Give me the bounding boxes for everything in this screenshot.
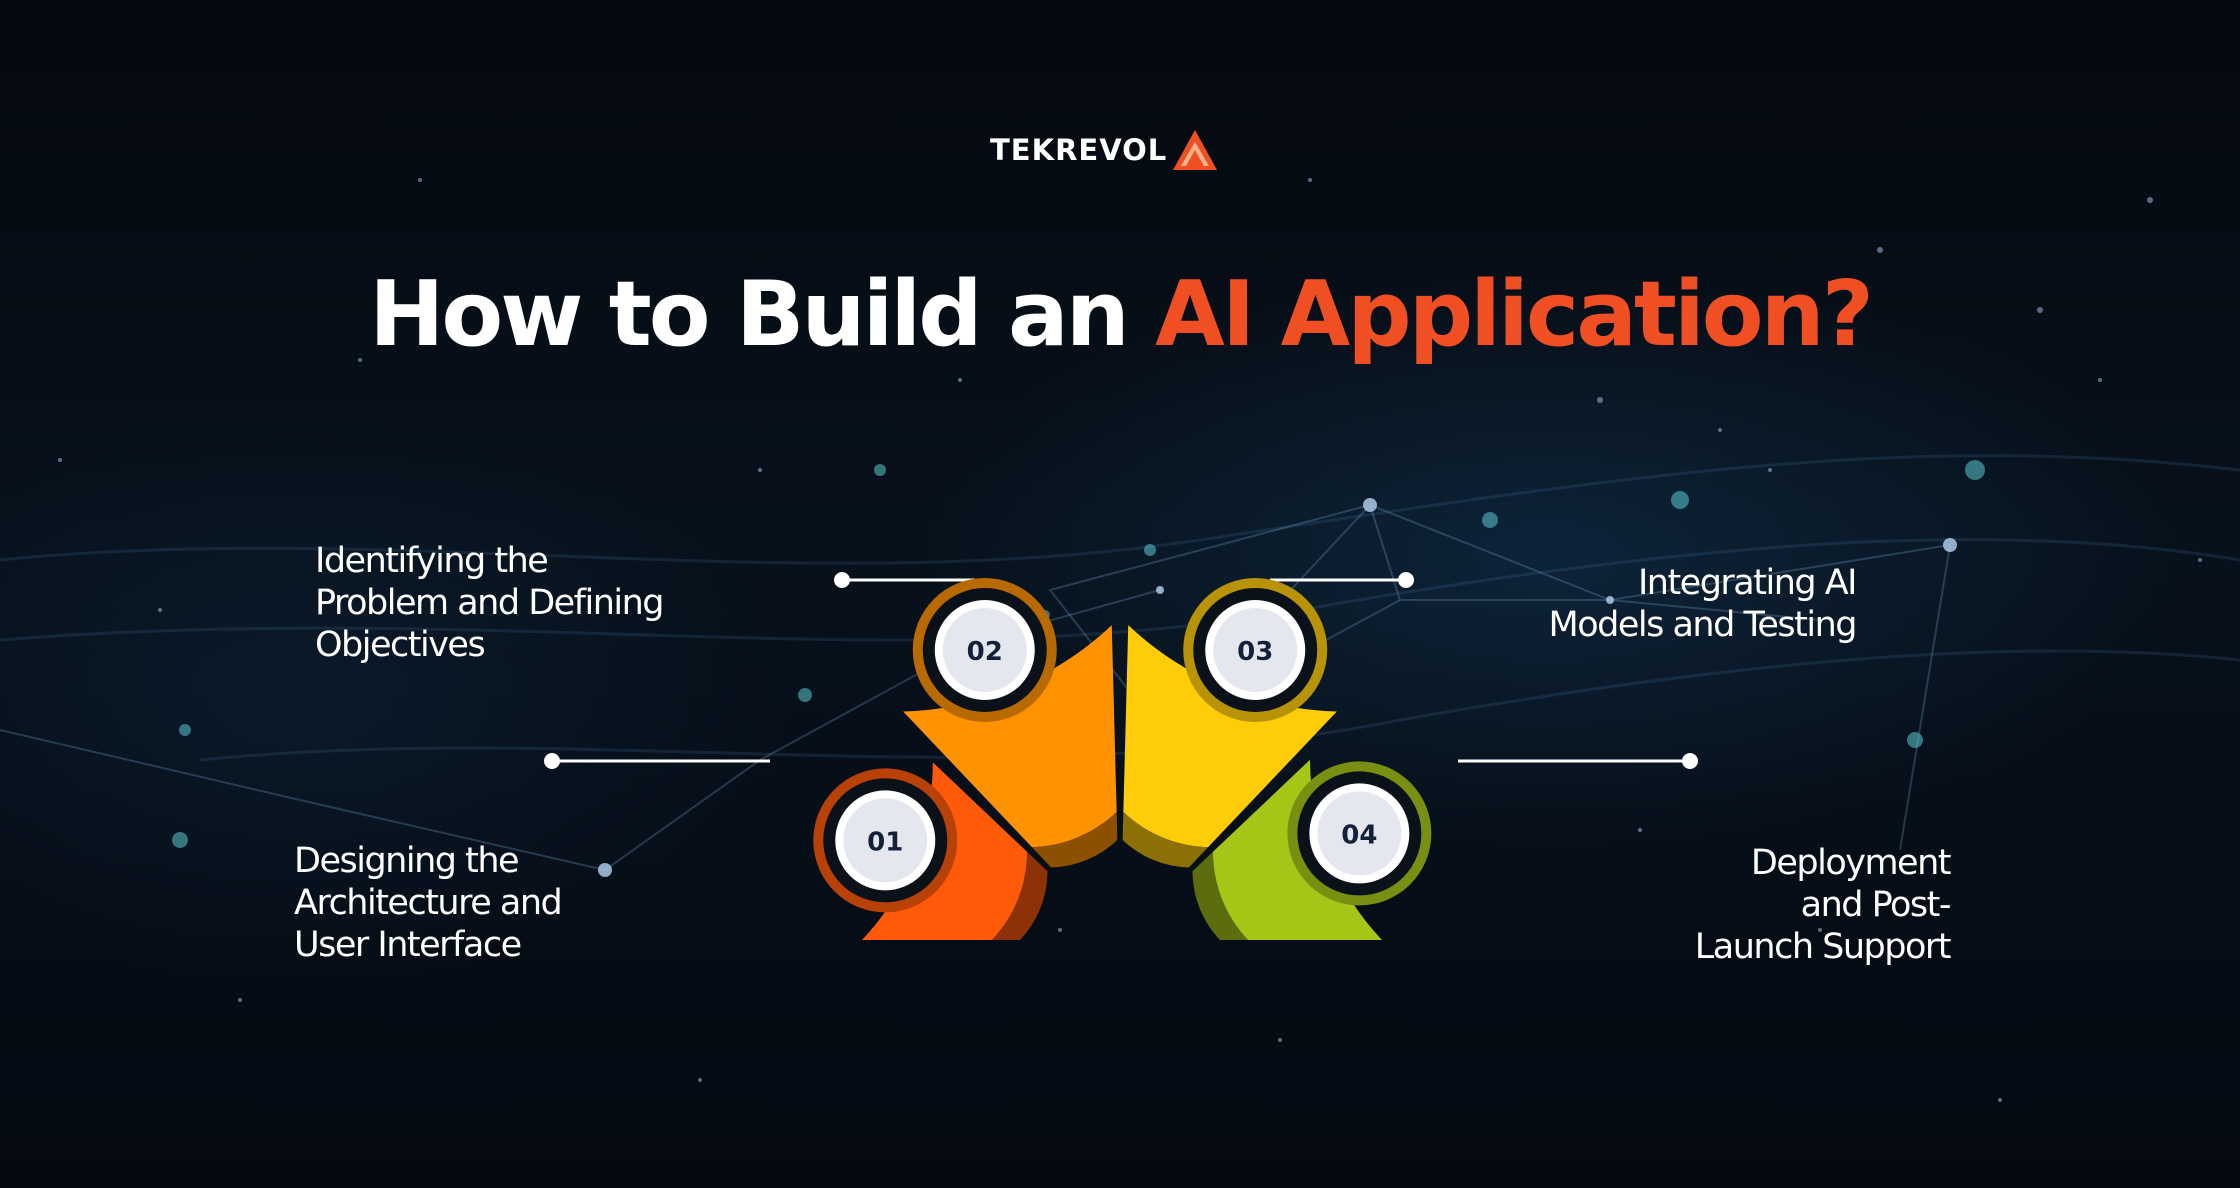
connector-dot-02 <box>834 572 850 588</box>
connector-dot-01 <box>544 753 560 769</box>
connector-lines <box>544 572 1698 769</box>
step-segment-03 <box>1123 625 1337 848</box>
triangle-logo-icon <box>1173 130 1218 170</box>
step-badge-03: 03 <box>1183 577 1328 722</box>
logo-text: TEKREVOL <box>990 133 1168 167</box>
page-title: How to Build an AI Application? <box>0 255 2240 375</box>
title-part-accent: AI Application? <box>1155 262 1874 367</box>
connector-dot-03 <box>1398 572 1414 588</box>
step-number-03: 03 <box>1237 637 1273 667</box>
step-badge-04: 04 <box>1287 761 1432 906</box>
title-part-white: How to Build an <box>369 262 1130 367</box>
step-inner-band-01 <box>992 851 1048 940</box>
step-label-03: Integrating AI Models and Testing <box>1548 563 1858 645</box>
step-inner-band-02 <box>1031 812 1118 868</box>
step-segment-02 <box>903 625 1117 848</box>
step-badge-02: 02 <box>912 577 1057 722</box>
step-number-04: 04 <box>1341 820 1377 850</box>
step-label-02: Identifying the Problem and Defining Obj… <box>315 541 665 665</box>
step-badges: 01 02 03 04 <box>813 577 1432 913</box>
connector-dot-04 <box>1682 753 1698 769</box>
step-label-01: Designing the Architecture and User Inte… <box>294 841 563 965</box>
step-label-04: Deployment and Post- Launch Support <box>1694 843 1952 967</box>
step-inner-band-03 <box>1122 812 1209 868</box>
step-number-02: 02 <box>967 637 1003 667</box>
step-number-01: 01 <box>867 827 903 857</box>
step-inner-band-04 <box>1192 851 1248 940</box>
tekrevol-logo: TEKREVOL <box>990 128 1219 172</box>
step-badge-01: 01 <box>813 768 958 913</box>
